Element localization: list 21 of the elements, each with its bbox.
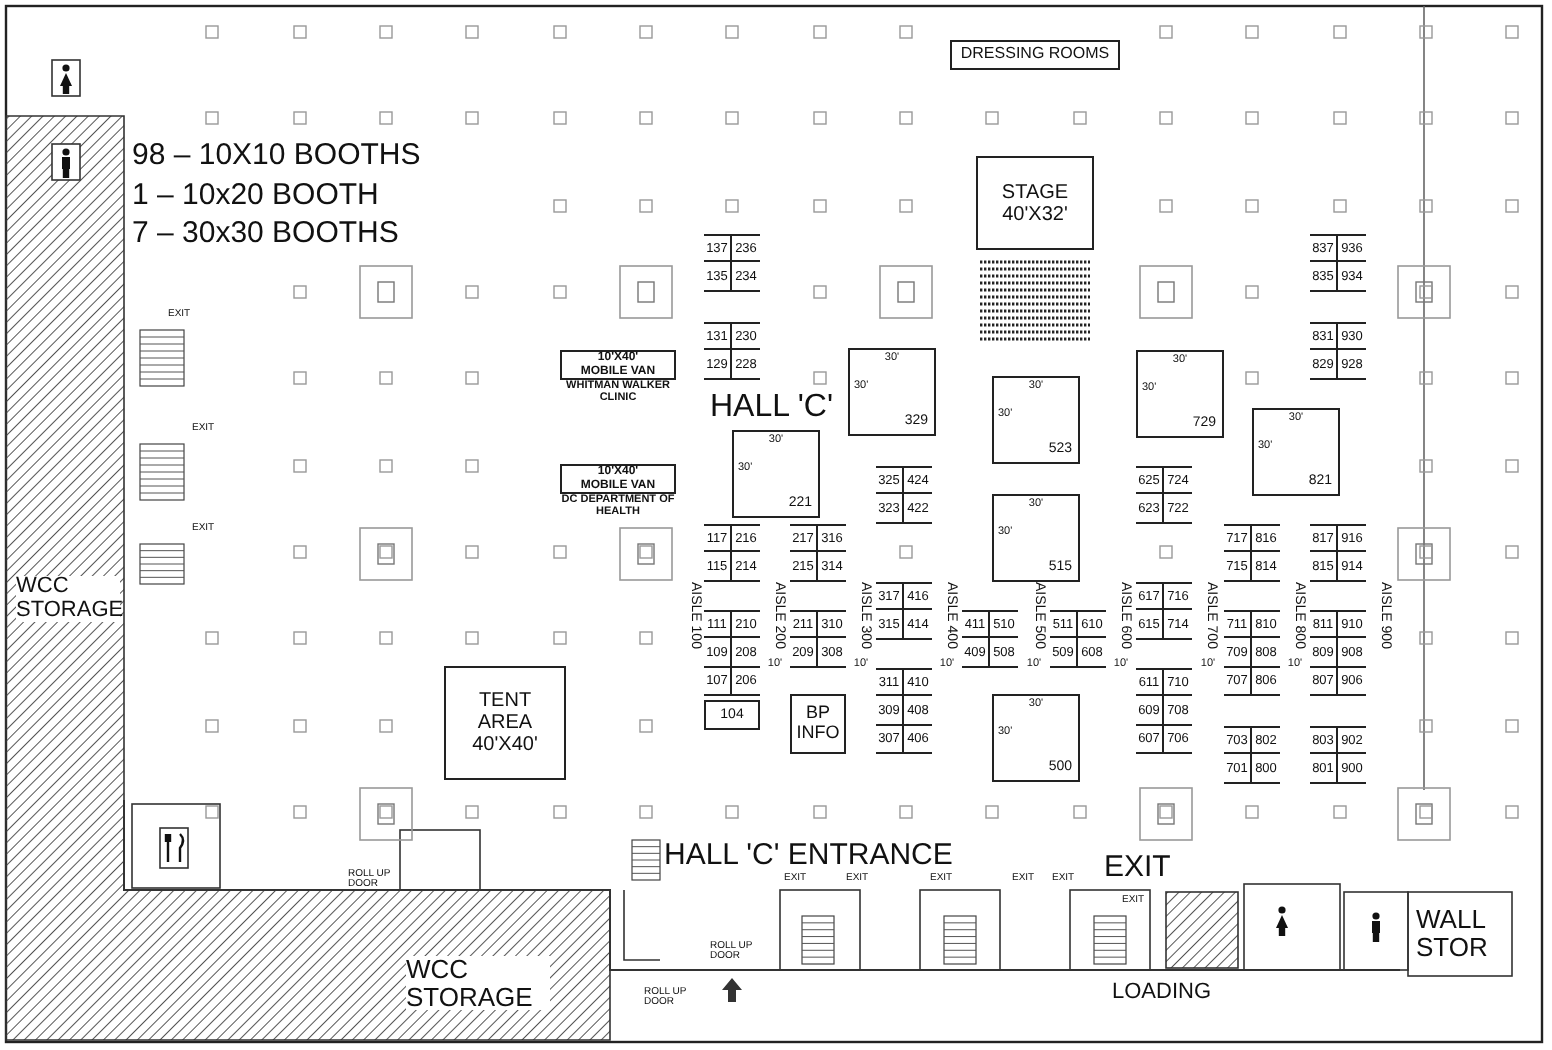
booth-count-note: 7 – 30x30 BOOTHS — [132, 218, 401, 250]
storage-label: WALL STOR — [1416, 906, 1490, 961]
storage-label: WCC STORAGE — [16, 576, 120, 623]
dressing-rooms-area: DRESSING ROOMS — [950, 40, 1120, 70]
loading-label: LOADING — [1112, 982, 1214, 1006]
entrance-label: HALL 'C' ENTRANCE — [664, 840, 954, 872]
booth-count-note: 98 – 10X10 BOOTHS — [132, 140, 423, 172]
storage-label: WCC STORAGE — [406, 956, 550, 1011]
stage-area: STAGE 40'X32' — [976, 156, 1094, 250]
tent-area: TENT AREA 40'X40' — [444, 666, 566, 780]
exit-sign: EXIT — [1104, 852, 1173, 884]
booth-space — [992, 694, 1080, 782]
booth-space — [1136, 350, 1224, 438]
booth-space — [848, 348, 936, 436]
booth-space — [992, 494, 1080, 582]
booth-space — [732, 430, 820, 518]
booth-count-note: 1 – 10x20 BOOTH — [132, 180, 381, 212]
hall-label: HALL 'C' — [710, 392, 836, 426]
booth-space — [1252, 408, 1340, 496]
booth-space — [992, 376, 1080, 464]
info-booth: BP INFO — [790, 694, 846, 754]
